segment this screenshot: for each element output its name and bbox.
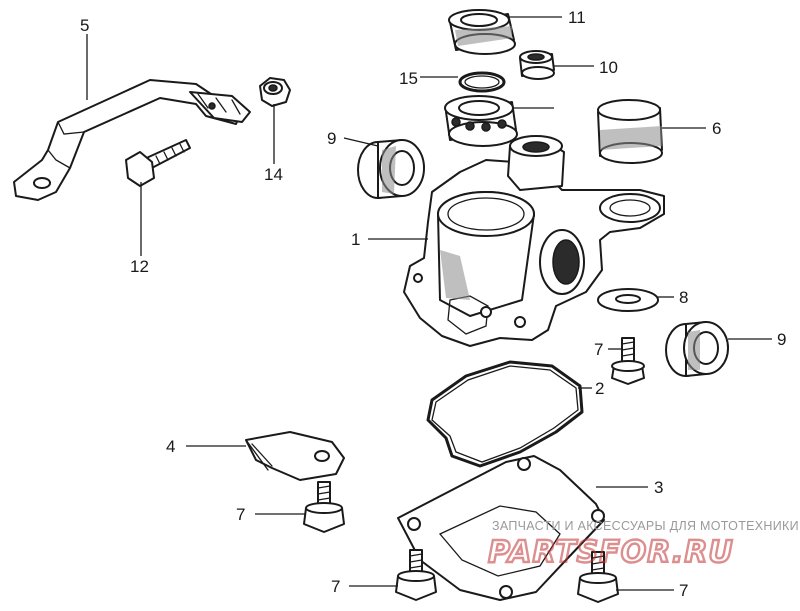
part-3-cover [397, 455, 605, 601]
callout-7-lower-left: 7 [331, 577, 340, 596]
callout-11: 11 [568, 8, 586, 27]
callout-6: 6 [712, 119, 721, 138]
part-2-gasket [426, 360, 584, 468]
part-12-bolt [125, 139, 191, 187]
part-9-seal-upper [357, 139, 425, 199]
part-9-seal-lower [665, 321, 729, 377]
part-14-circlip [458, 71, 506, 93]
watermark-caption: ЗАПЧАСТИ И АКСЕССУАРЫ ДЛЯ МОТОТЕХНИКИ [492, 519, 799, 533]
part-11-seal [448, 9, 516, 55]
part-10-bushing [519, 50, 555, 80]
part-7-bolt-lower-left [395, 549, 437, 601]
part-5-bracket [13, 79, 251, 201]
part-15-bearing [444, 95, 518, 147]
part-6-cap [597, 99, 663, 164]
part-13-nut [259, 77, 291, 107]
callout-7-left: 7 [236, 505, 245, 524]
callout-3: 3 [654, 478, 663, 497]
callout-9-lower: 9 [777, 330, 786, 349]
part-7-bolt-lower-right [577, 551, 619, 603]
callout-10: 10 [599, 58, 618, 77]
callout-13: 14 [264, 165, 283, 184]
callout-9-upper: 9 [327, 129, 336, 148]
part-7-bolt-upper [611, 337, 645, 385]
watermark-brand: PARTSFOR.RU [488, 535, 734, 570]
part-7-bolt-left [303, 481, 345, 533]
part-1-housing [403, 135, 665, 347]
callout-12: 12 [130, 257, 149, 276]
callout-1: 1 [351, 230, 360, 249]
part-8-washer [597, 288, 659, 312]
leader-lines [86, 16, 772, 591]
callout-labels: 5 14 12 11 10 15 6 9 1 8 9 7 2 4 7 3 7 7 [80, 8, 786, 600]
callout-7-lower-right: 7 [679, 581, 688, 600]
callout-7-upper: 7 [594, 340, 603, 359]
callout-14: 15 [399, 69, 418, 88]
callout-4: 4 [166, 437, 175, 456]
callout-5: 5 [80, 16, 89, 35]
part-4-bracket [245, 431, 345, 481]
watermark: ЗАПЧАСТИ И АКСЕССУАРЫ ДЛЯ МОТОТЕХНИКИ PA… [487, 519, 799, 571]
callout-8: 8 [679, 288, 688, 307]
callout-2: 2 [595, 379, 604, 398]
